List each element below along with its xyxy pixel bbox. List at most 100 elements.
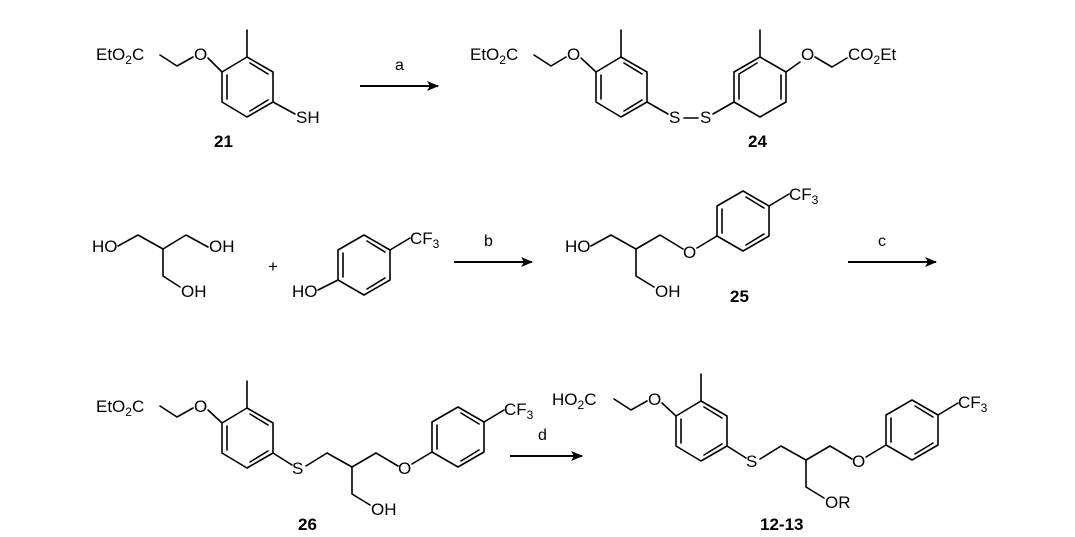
atom-eto-24: EtO2C	[470, 45, 518, 67]
reagent-label-c: c	[878, 233, 886, 250]
bond-sh-21	[272, 101, 296, 115]
atom-sh-21: SH	[296, 108, 320, 127]
atom-ho2c-1213: HO2C	[552, 390, 596, 412]
bond-s1-24	[646, 101, 669, 115]
ring-26	[221, 407, 274, 469]
ring-1213	[675, 400, 728, 462]
bond-s-1213-left	[726, 445, 747, 459]
bond-o-ring-21	[207, 57, 223, 73]
ring-25	[716, 190, 770, 252]
atom-ho-phenol: HO	[292, 282, 318, 301]
bond-cf3-phenol	[389, 237, 411, 251]
molecule-phenol: HO CF3	[292, 229, 440, 301]
bond-o-ring-26	[207, 409, 223, 424]
atom-s2-24: S	[700, 108, 711, 127]
bond-o-ring-1213	[661, 402, 677, 417]
ring-24-left	[595, 56, 648, 118]
molecule-24: EtO2C O S S O CO2Et 24	[470, 29, 897, 151]
atom-cf3-25: CF3	[789, 185, 819, 207]
atom-o-1213: O	[648, 390, 661, 409]
compound-label-12-13: 12-13	[760, 515, 803, 534]
bond-cf3-1213	[937, 402, 959, 416]
ring-24-right-inner	[738, 62, 782, 100]
ring-21	[221, 56, 274, 118]
ring-25-inner	[721, 196, 765, 246]
compound-label-21: 21	[214, 132, 233, 151]
atom-o-24-left: O	[567, 45, 580, 64]
atom-cf3-1213: CF3	[958, 393, 988, 415]
bond-o-ring-25	[696, 235, 718, 249]
atom-o2-26: O	[398, 459, 411, 478]
atom-eto-26: EtO2C	[96, 397, 144, 419]
ring2-26	[431, 406, 485, 468]
atom-oh-25: OH	[655, 282, 681, 301]
bond-branch-triol	[162, 248, 181, 288]
atom-oh-26: OH	[371, 500, 397, 519]
bond-chain-24-left	[533, 54, 567, 67]
atom-or-1213: OR	[825, 493, 851, 512]
molecule-25: HO O CF3 OH 25	[565, 185, 819, 306]
ring-26-inner	[226, 413, 269, 463]
atom-oh2-triol: OH	[181, 282, 207, 301]
arrow-a: a	[360, 57, 439, 91]
molecule-12-13: HO2C O S O CF3 OR 12-13	[552, 373, 988, 534]
plus-sign: +	[268, 257, 278, 276]
ring2-1213-inner	[890, 405, 934, 455]
bond-branch-26	[351, 466, 371, 506]
atom-co2et-24: CO2Et	[848, 45, 897, 67]
atom-ho-triol: HO	[92, 237, 118, 256]
bond-chain-25	[590, 234, 684, 250]
bond-chain-triol	[117, 234, 209, 250]
reagent-label-a: a	[395, 57, 404, 74]
ring-21-inner	[226, 62, 269, 112]
bond-oh-phenol	[317, 279, 339, 291]
reagent-label-d: d	[538, 427, 547, 444]
molecule-26: EtO2C O S O CF3 OH 26	[96, 380, 534, 534]
molecule-21: EtO2C O SH 21	[96, 29, 320, 151]
bond-s2-24	[712, 101, 735, 115]
atom-cf3-phenol: CF3	[410, 229, 440, 251]
bond-branch-25	[635, 248, 655, 288]
ring2-26-inner	[436, 412, 480, 462]
atom-oh1-triol: OH	[209, 237, 235, 256]
bond-chain-1213-right	[759, 445, 853, 461]
atom-o-21: O	[194, 45, 207, 64]
ring-phenol-inner	[342, 240, 386, 290]
compound-label-25: 25	[730, 287, 749, 306]
bond-o-ring2-1213	[865, 444, 887, 458]
atom-s-1213: S	[746, 452, 757, 471]
atom-s-26: S	[292, 459, 303, 478]
bond-o-ring2-26	[411, 451, 433, 465]
bond-cf3-25	[768, 193, 790, 207]
atom-o-24-right: O	[801, 45, 814, 64]
bond-chain-26-right	[305, 452, 399, 468]
ring-phenol	[337, 234, 391, 296]
compound-label-24: 24	[748, 132, 767, 151]
atom-o-25: O	[683, 243, 696, 262]
atom-s1-24: S	[669, 108, 680, 127]
bond-chain-26	[159, 405, 194, 418]
bond-chain-24-right	[814, 56, 848, 68]
arrow-b: b	[454, 233, 533, 267]
bond-chain-1213	[613, 398, 648, 411]
bond-o-ring-24-right	[785, 61, 801, 73]
bond-s-26-left	[272, 452, 293, 466]
bond-cf3-26	[483, 409, 505, 423]
arrow-d: d	[510, 427, 583, 461]
atom-eto-21: EtO2C	[96, 45, 144, 67]
atom-o-26: O	[194, 397, 207, 416]
ring-1213-inner	[680, 406, 723, 456]
reagent-label-b: b	[484, 233, 493, 250]
ring-24-right	[733, 56, 787, 118]
atom-ho-25: HO	[565, 237, 591, 256]
ring-24-left-inner	[600, 62, 643, 112]
ring2-1213	[885, 399, 939, 461]
atom-cf3-26: CF3	[504, 400, 534, 422]
bond-chain-21	[159, 54, 194, 67]
compound-label-26: 26	[298, 515, 317, 534]
bond-o-ring-24-left	[580, 57, 597, 73]
atom-o2-1213: O	[852, 452, 865, 471]
arrow-c: c	[848, 233, 937, 267]
